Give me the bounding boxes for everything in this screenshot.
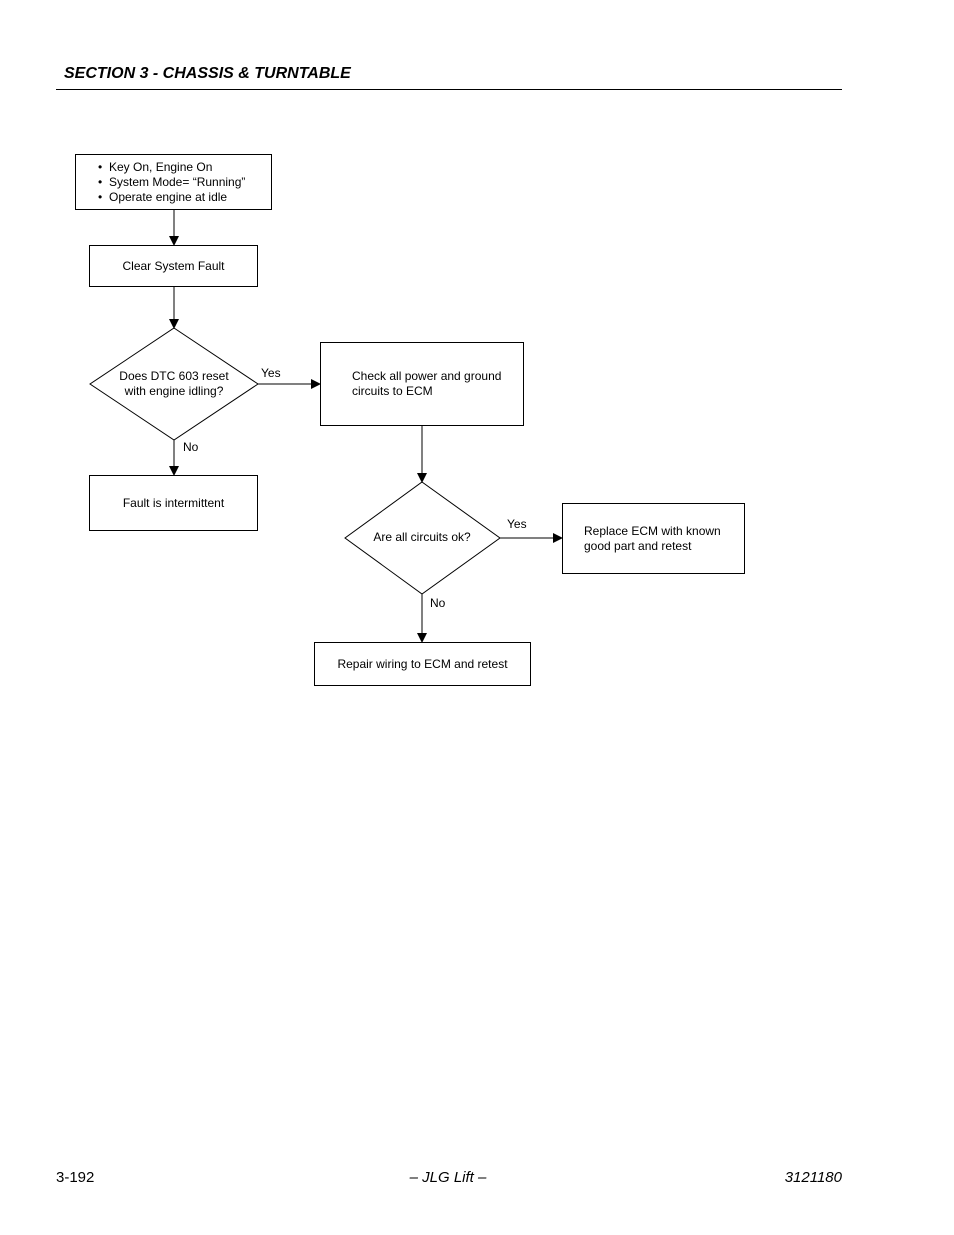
check-circuits-line: Check all power and ground <box>352 369 502 383</box>
label-yes-dtc: Yes <box>261 366 281 380</box>
decision-circuits-text: Are all circuits ok? <box>373 530 471 544</box>
header-rule <box>56 89 842 90</box>
intermittent-text: Fault is intermittent <box>122 495 225 510</box>
page-number: 3-192 <box>56 1169 95 1186</box>
start-condition-item: Key On, Engine On <box>98 160 245 175</box>
clear-fault-box: Clear System Fault <box>89 245 258 287</box>
start-condition-item: Operate engine at idle <box>98 190 245 205</box>
check-circuits-box: Check all power and ground circuits to E… <box>320 342 524 426</box>
clear-fault-text: Clear System Fault <box>122 258 225 273</box>
start-conditions-box: Key On, Engine On System Mode= “Running”… <box>75 154 272 210</box>
label-no-dtc: No <box>183 440 199 454</box>
section-title: SECTION 3 - CHASSIS & TURNTABLE <box>64 65 351 82</box>
decision-dtc-line: with engine idling? <box>124 384 224 398</box>
replace-ecm-line: good part and retest <box>584 538 692 553</box>
footer-publisher: – JLG Lift – <box>409 1169 487 1186</box>
replace-ecm-box: Replace ECM with known good part and ret… <box>562 503 745 574</box>
check-circuits-line: circuits to ECM <box>352 384 433 398</box>
label-yes-circuits: Yes <box>507 517 527 531</box>
repair-wiring-box: Repair wiring to ECM and retest <box>314 642 531 686</box>
decision-dtc-line: Does DTC 603 reset <box>119 369 229 383</box>
document-number: 3121180 <box>784 1169 842 1186</box>
intermittent-box: Fault is intermittent <box>89 475 258 531</box>
replace-ecm-line: Replace ECM with known <box>584 523 721 538</box>
label-no-circuits: No <box>430 596 446 610</box>
decision-dtc-text: Does DTC 603 reset with engine idling? <box>104 369 244 399</box>
start-condition-item: System Mode= “Running” <box>98 175 245 190</box>
repair-wiring-text: Repair wiring to ECM and retest <box>337 656 508 671</box>
